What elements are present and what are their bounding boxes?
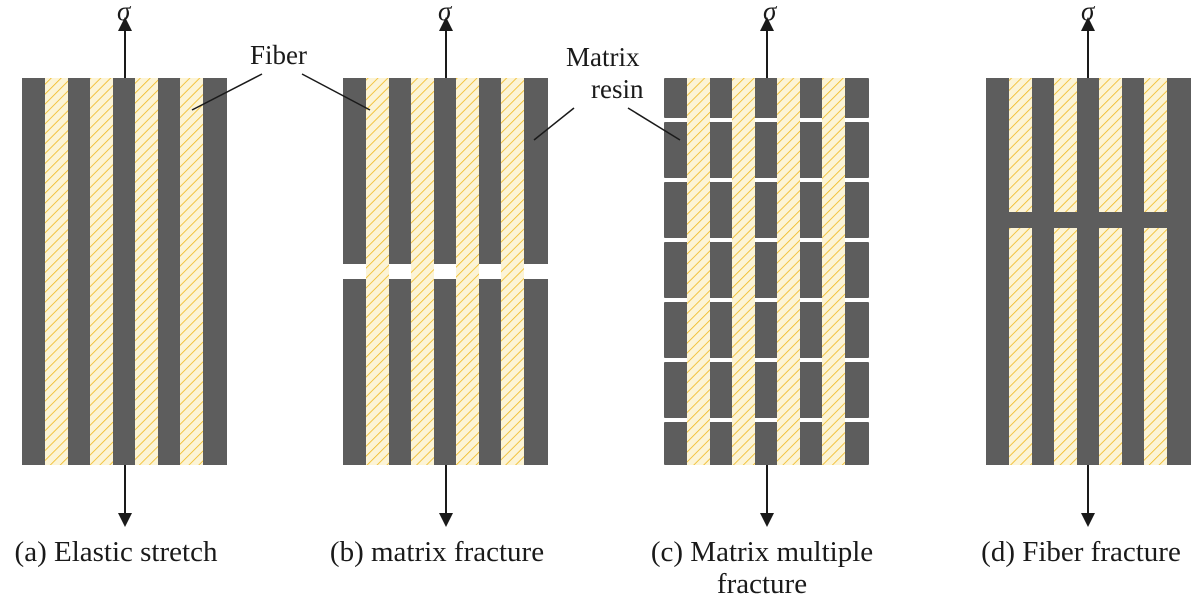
panel-c-label-line2: fracture (717, 568, 807, 600)
panel-b-label: (b) matrix fracture (330, 536, 544, 568)
panel-c-matrix-multiple-fracture (664, 78, 869, 465)
panel-b-matrix-fracture (343, 78, 548, 465)
stress-symbol-c: σ (763, 0, 778, 26)
matrix-segment-4 (664, 242, 869, 298)
panel-d-lower-fiber-3 (1099, 228, 1122, 465)
matrix-callout-label-line1: Matrix (566, 42, 640, 72)
panel-a-fiber-4 (180, 78, 203, 465)
matrix-segment-3 (664, 182, 869, 238)
panel-c-fiber-3 (777, 78, 800, 465)
matrix-segment-1 (664, 78, 869, 118)
panel-d-lower-fiber-2 (1054, 228, 1077, 465)
stress-arrows (118, 17, 1095, 527)
panel-c-fiber-2 (732, 78, 755, 465)
panel-c-label-line1: (c) Matrix multiple (651, 536, 873, 568)
fiber-leader-line-b (301, 73, 371, 111)
panel-d-label: (d) Fiber fracture (981, 536, 1181, 568)
stress-symbol-d: σ (1081, 0, 1096, 26)
panel-a-label: (a) Elastic stretch (15, 536, 218, 568)
panel-d-lower-fiber-4 (1144, 228, 1167, 465)
panel-d-fiber-fracture (986, 78, 1191, 465)
matrix-callout-label-line2: resin (591, 74, 644, 104)
matrix-leader-line-b (533, 107, 575, 141)
matrix-segment-6 (664, 362, 869, 418)
matrix-segment-2 (664, 122, 869, 178)
matrix-segment-5 (664, 302, 869, 358)
panel-a-fiber-2 (90, 78, 113, 465)
panel-d-upper-fiber-3 (1099, 78, 1122, 212)
matrix-segment-7 (664, 422, 869, 465)
panel-b-fiber-2 (411, 78, 434, 465)
panel-b-fiber-1 (366, 78, 389, 465)
fiber-callout-label: Fiber (250, 40, 307, 70)
panel-b-fiber-4 (501, 78, 524, 465)
panel-a-fiber-3 (135, 78, 158, 465)
stress-symbol-b: σ (438, 0, 453, 26)
panel-c-fiber-4 (822, 78, 845, 465)
panel-a-fiber-1 (45, 78, 68, 465)
panel-b-fiber-3 (456, 78, 479, 465)
panel-c-fiber-1 (687, 78, 710, 465)
fiber-leader-line-a (191, 73, 263, 111)
panel-d-upper-fiber-4 (1144, 78, 1167, 212)
panel-d-upper-fiber-2 (1054, 78, 1077, 212)
stress-symbol-a: σ (117, 0, 132, 26)
matrix-leader-line-c (627, 107, 681, 141)
panel-d-upper-fiber-1 (1009, 78, 1032, 212)
panel-a-elastic-stretch (22, 78, 227, 465)
panel-d-lower-fiber-1 (1009, 228, 1032, 465)
